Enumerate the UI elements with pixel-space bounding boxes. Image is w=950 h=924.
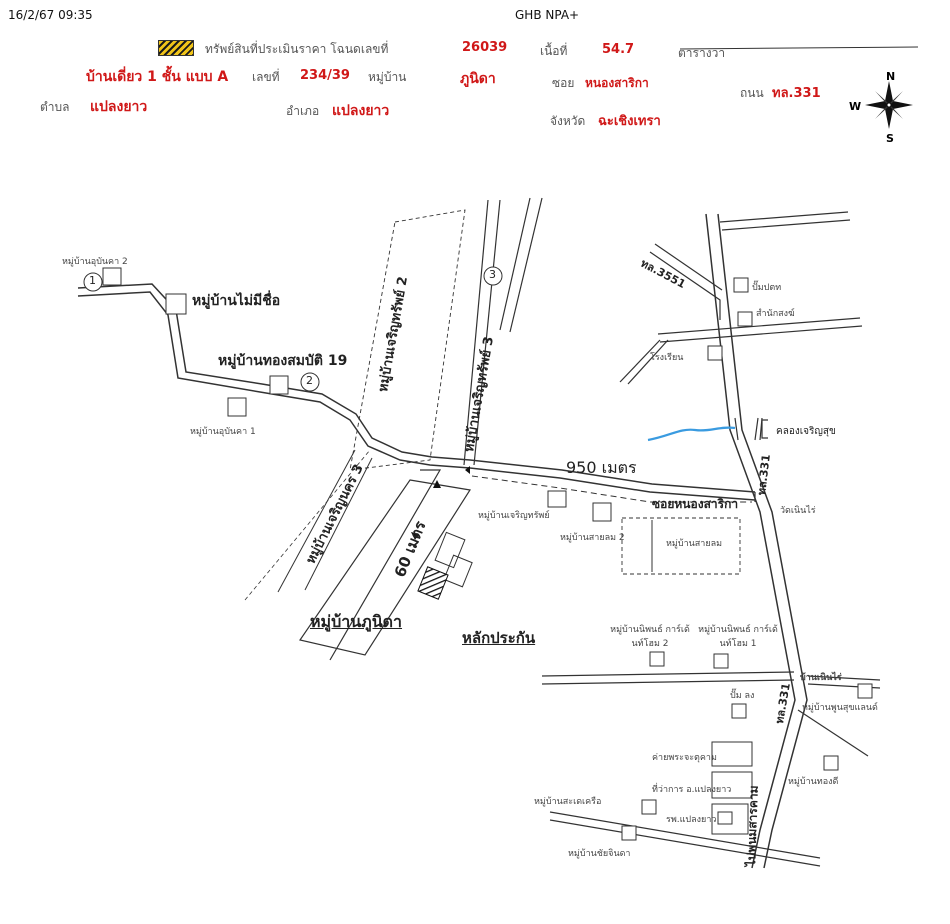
header-rule xyxy=(679,46,919,50)
label-pump-station: ปั๊มปตท xyxy=(752,283,782,293)
label-canal: คลองเจริญสุข xyxy=(776,426,836,437)
page-title: GHB NPA+ xyxy=(515,8,580,22)
province-label: จังหวัด xyxy=(550,114,586,128)
label-village-thongsombat: หมู่บ้านทองสมบัติ 19 xyxy=(218,353,348,369)
label-village-phunida: หมู่บ้านภูนิดา xyxy=(310,612,403,631)
label-dist-950: 950 เมตร xyxy=(566,458,637,477)
area-unit: ตารางวา xyxy=(678,46,726,60)
print-datetime: 16/2/67 09:35 xyxy=(8,8,93,22)
area-label: เนื้อที่ xyxy=(540,44,568,58)
asset-label: ทรัพย์สินที่ประเมินราคา โฉนดเลขที่ xyxy=(205,42,389,56)
label-village-charoensap-b: หมู่บ้านเจริญทรัพย์ xyxy=(478,511,550,521)
province-name: ฉะเชิงเทรา xyxy=(598,114,661,129)
label-village-chaijinda: หมู่บ้านชัยจินดา xyxy=(568,849,631,859)
marker-3: 3 xyxy=(489,268,496,281)
label-camp-phra: ค่ายพระจะตุคาม xyxy=(652,753,717,763)
label-office-left: สำนักสงฆ์ xyxy=(756,309,795,319)
label-collateral: หลักประกัน xyxy=(462,629,536,647)
subdistrict-label: ตำบล xyxy=(40,100,70,114)
label-village-thongdee: หมู่บ้านทองดี xyxy=(788,777,839,787)
road-label: ถนน xyxy=(740,86,764,100)
label-village-sailom: หมู่บ้านสายลม xyxy=(666,539,723,549)
label-village-sailom-2: หมู่บ้านสายลม 2 xyxy=(560,533,625,543)
area-value: 54.7 xyxy=(602,42,635,57)
label-village-nipon-1: หมู่บ้านนิพนธ์ การ์เด้นท์โฮม 1 xyxy=(698,625,778,649)
compass-west: W xyxy=(849,100,862,113)
district-label: อำเภอ xyxy=(286,104,320,118)
marker-1: 1 xyxy=(89,274,96,287)
label-ban-noen-rai: บ้านเนินไร่ xyxy=(800,673,842,683)
label-village-phunsuk: หมู่บ้านพูนสุขแลนด์ xyxy=(802,703,878,713)
label-village-unnamed: หมู่บ้านไม่มีชื่อ xyxy=(192,293,281,309)
label-soi-nongsarika: ซอยหนองสาริกา xyxy=(652,497,739,511)
soi-name: หนองสาริกา xyxy=(585,76,649,90)
house-no-label: เลขที่ xyxy=(252,70,280,84)
label-to-phanom-sarakham: ไปพนมสารคาม xyxy=(743,785,761,867)
label-hospital: รพ.แปลงยาว xyxy=(666,815,717,825)
label-school-left: โรงเรียน xyxy=(650,353,684,363)
collateral-parcel-icon xyxy=(417,566,449,600)
label-district-office: ที่ว่าการ อ.แปลงยาว xyxy=(652,785,732,795)
collateral-swatch-icon xyxy=(158,40,194,56)
village-label: หมู่บ้าน xyxy=(368,70,407,84)
house-number: 234/39 xyxy=(300,68,350,83)
label-village-sanngen: หมู่บ้านสะเดเครือ xyxy=(534,797,602,807)
district-name: แปลงยาว xyxy=(332,103,390,119)
road-name: ทล.331 xyxy=(772,86,821,101)
label-pump-ss: ปั๊ม ลง xyxy=(730,691,755,701)
label-village-nipon-2: หมู่บ้านนิพนธ์ การ์เด้นท์โฮม 2 xyxy=(610,625,690,649)
label-village-ubonka-1: หมู่บ้านอุบันคา 1 xyxy=(190,427,256,437)
property-type: บ้านเดี่ยว 1 ชั้น แบบ A xyxy=(86,69,229,85)
marker-2: 2 xyxy=(306,374,313,387)
subdistrict-name: แปลงยาว xyxy=(90,99,148,115)
label-village-ubonka-2: หมู่บ้านอุบันคา 2 xyxy=(62,257,128,267)
compass-rose-icon xyxy=(865,81,913,129)
label-wat-noen-rai: วัดเนินไร่ xyxy=(780,506,816,516)
soi-label: ซอย xyxy=(552,76,575,90)
deed-number: 26039 xyxy=(462,40,508,55)
compass-north: N xyxy=(886,70,896,83)
village-name: ภูนิดา xyxy=(460,71,496,87)
compass-south: S xyxy=(886,132,894,145)
